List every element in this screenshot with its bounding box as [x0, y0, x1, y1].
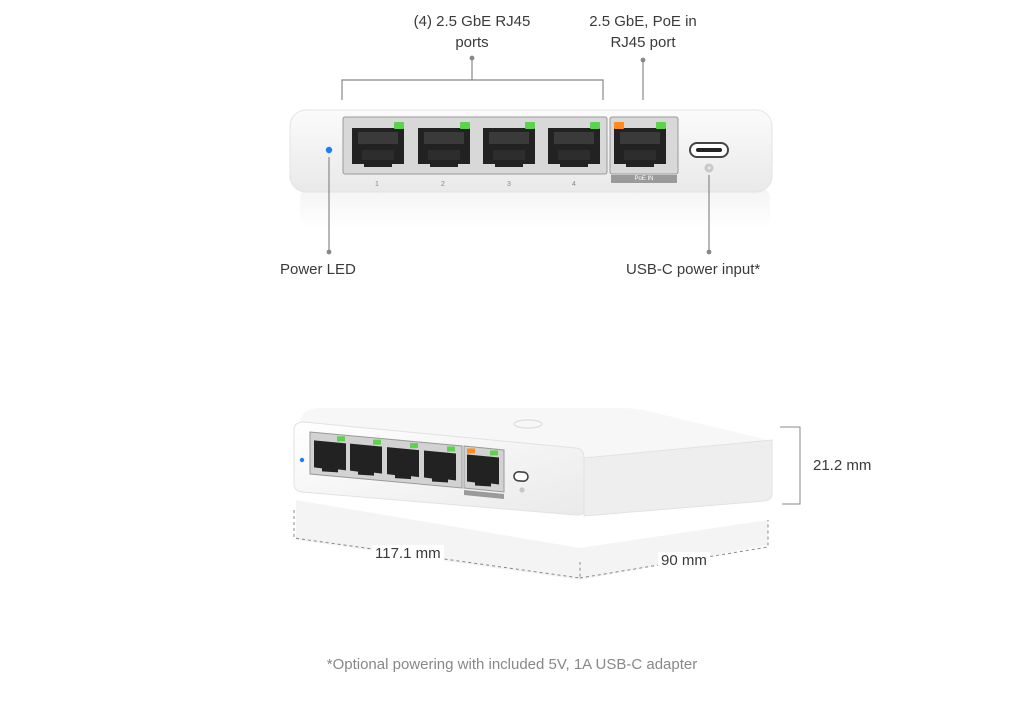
- poe-port-label: 2.5 GbE, PoE in RJ45 port: [589, 13, 697, 51]
- link-led: [410, 443, 418, 449]
- poe-port-callout-line: [640, 57, 646, 100]
- rj45-ports: [352, 122, 666, 167]
- poe-led: [614, 122, 624, 129]
- angled-rj45-port: [314, 436, 346, 473]
- poe-led: [467, 448, 475, 454]
- link-led: [490, 450, 498, 456]
- link-led: [590, 122, 600, 129]
- power-led: [325, 146, 333, 154]
- link-led: [337, 436, 345, 442]
- angled-poe-port: [467, 448, 499, 487]
- poe-rj45-port: [614, 122, 666, 167]
- link-led: [460, 122, 470, 129]
- usbc-power-label: USB-C power input*: [626, 261, 761, 278]
- angled-rj45-port: [387, 443, 419, 480]
- rj45-port: [352, 122, 404, 167]
- port-number: 3: [507, 181, 511, 188]
- rj45-ports-label: (4) 2.5 GbE RJ45 ports: [413, 13, 531, 51]
- angled-rj45-port: [350, 439, 382, 476]
- power-led-callout-line: [326, 157, 332, 255]
- link-led: [447, 446, 455, 452]
- port-number: 2: [441, 181, 445, 188]
- ui-logo: [513, 419, 543, 429]
- rj45-port: [548, 122, 600, 167]
- rj45-ports-bracket: [341, 55, 604, 100]
- front-reflection: [300, 188, 770, 228]
- depth-dimension-label: 90 mm: [658, 552, 710, 569]
- width-dimension: [293, 510, 581, 579]
- usbc-callout-line: [706, 175, 712, 255]
- port-number: 4: [572, 181, 576, 188]
- link-led: [373, 439, 381, 445]
- switch-side-face: [583, 439, 773, 517]
- rj45-port: [483, 122, 535, 167]
- footnote: *Optional powering with included 5V, 1A …: [326, 656, 698, 673]
- height-dimension: [780, 426, 801, 505]
- width-dimension-label: 117.1 mm: [372, 545, 444, 562]
- height-dimension-label: 21.2 mm: [813, 457, 872, 474]
- poe-tag-bg: [611, 175, 677, 183]
- link-led: [656, 122, 666, 129]
- angled-rj45-port: [424, 446, 456, 483]
- poe-in-tag: PoE IN: [634, 176, 654, 182]
- port-number: 1: [375, 181, 379, 188]
- angled-rj45-ports: [314, 436, 499, 487]
- angled-usbc-port: [513, 471, 529, 482]
- link-led: [525, 122, 535, 129]
- angled-power-led: [299, 457, 305, 463]
- power-led-label: Power LED: [280, 261, 356, 278]
- angled-reflection: [296, 500, 768, 580]
- link-led: [394, 122, 404, 129]
- rj45-port: [418, 122, 470, 167]
- port-panel: [342, 116, 608, 175]
